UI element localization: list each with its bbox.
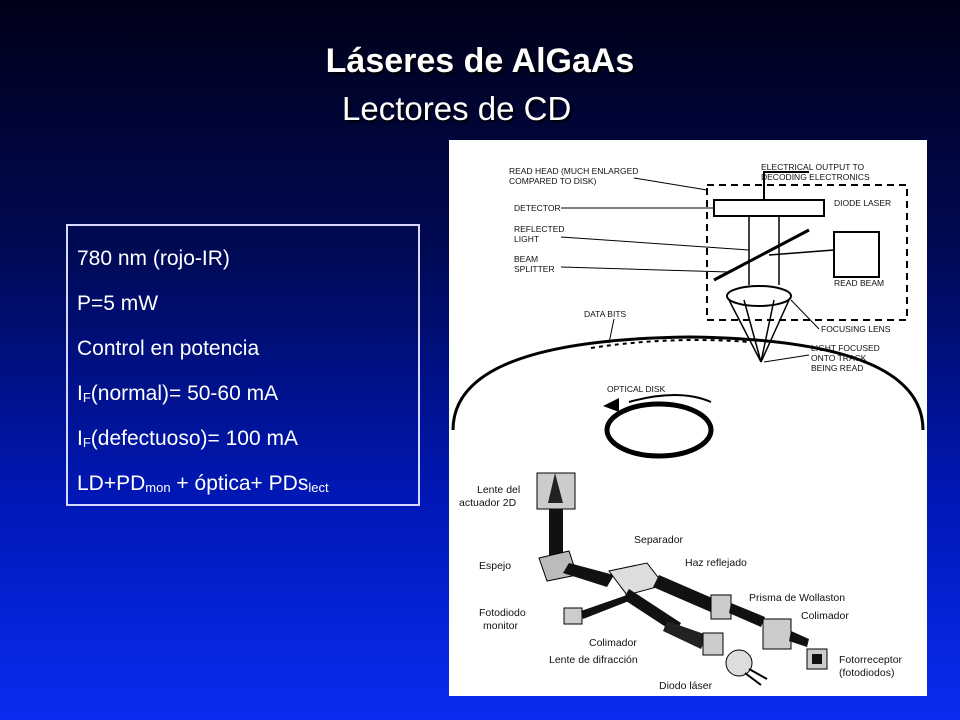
spec-if-normal: IF(normal)= 50-60 mA	[77, 382, 279, 405]
leader-line	[763, 354, 810, 363]
wollaston-prism	[710, 594, 732, 620]
laser-diode	[725, 649, 753, 677]
label-reflected: REFLECTED	[514, 224, 565, 234]
photoreceptor-cell	[812, 654, 822, 664]
diode-laser	[833, 231, 880, 278]
label-detector: DETECTOR	[514, 203, 561, 213]
diffraction-lens	[702, 632, 724, 656]
label-read-beam: READ BEAM	[834, 278, 884, 288]
leader-line	[560, 236, 750, 251]
leader-line	[560, 266, 730, 273]
focusing-lens	[726, 285, 792, 307]
label-diode-laser: DIODE LASER	[834, 198, 891, 208]
label-diodo: Diodo láser	[659, 680, 713, 692]
disk-rotation-arrow	[628, 394, 712, 403]
label-fotodiodo: Fotodiodo	[479, 607, 526, 619]
label-electrical-2: DECODING ELECTRONICS	[761, 172, 870, 182]
label-fotodiodo-2: monitor	[483, 620, 519, 632]
leader-line	[608, 318, 615, 344]
actuator-lens-cone	[548, 473, 563, 503]
read-beam	[768, 249, 835, 256]
read-head-box	[706, 184, 908, 321]
diffraction-cone	[663, 621, 707, 649]
beam-to-collimator	[729, 603, 765, 627]
cd-read-head-diagram: READ HEAD (MUCH ENLARGED COMPARED TO DIS…	[449, 140, 927, 463]
detector	[713, 199, 825, 217]
label-fotorreceptor: Fotorreceptor	[839, 654, 903, 666]
laser-diode-pin	[748, 668, 768, 680]
monitor-photodiode	[563, 607, 583, 625]
label-difraccion: Lente de difracción	[549, 654, 638, 666]
beam-splitter	[713, 228, 810, 282]
vertical-beam	[549, 509, 563, 561]
spec-wavelength: 780 nm (rojo-IR)	[77, 247, 230, 270]
label-focused: LIGHT FOCUSED	[811, 343, 880, 353]
label-haz: Haz reflejado	[685, 557, 747, 569]
collimator-right	[762, 618, 792, 650]
label-focusing-lens: FOCUSING LENS	[821, 324, 891, 334]
label-focused-3: BEING READ	[811, 363, 863, 373]
label-data-bits: DATA BITS	[584, 309, 627, 319]
separator	[608, 562, 665, 596]
slide-title: Láseres de AlGaAs	[325, 42, 635, 80]
beam-to-monitor	[581, 595, 629, 619]
label-fotorreceptor-2: (fotodiodos)	[839, 667, 894, 679]
focus-ray	[728, 299, 762, 363]
data-bits-track	[590, 339, 750, 349]
label-actuator-lens-2: actuador 2D	[459, 497, 517, 509]
specs-box: 780 nm (rojo-IR) P=5 mW Control en poten…	[66, 224, 420, 506]
label-optical-disk: OPTICAL DISK	[607, 384, 666, 394]
spec-power: P=5 mW	[77, 292, 159, 315]
rotation-arrowhead	[603, 398, 619, 412]
leader-line	[633, 177, 708, 191]
label-focused-2: ONTO TRACK	[811, 353, 867, 363]
label-reflected-2: LIGHT	[514, 234, 539, 244]
label-read-head: READ HEAD (MUCH ENLARGED	[509, 166, 638, 176]
label-actuator-lens: Lente del	[477, 484, 520, 496]
label-separador: Separador	[634, 534, 684, 546]
spec-if-defect: IF(defectuoso)= 100 mA	[77, 427, 298, 450]
optical-pickup-diagram: Lente del actuador 2D Separador Haz refl…	[449, 463, 927, 696]
label-beam-2: SPLITTER	[514, 264, 555, 274]
focus-ray	[743, 299, 762, 363]
label-read-head-2: COMPARED TO DISK)	[509, 176, 597, 186]
electrical-output-line	[763, 171, 809, 200]
focus-ray	[760, 299, 775, 363]
beam-to-diffraction-lens	[623, 589, 681, 633]
spec-control: Control en potencia	[77, 337, 260, 360]
disk-hole	[604, 401, 714, 459]
beam-to-separator	[563, 563, 614, 587]
label-electrical: ELECTRICAL OUTPUT TO	[761, 162, 865, 172]
cd-read-head-svg: READ HEAD (MUCH ENLARGED COMPARED TO DIS…	[451, 162, 925, 459]
label-beam: BEAM	[514, 254, 538, 264]
focus-ray	[760, 299, 790, 363]
label-colimador-left: Colimador	[589, 637, 637, 649]
reflected-beam	[653, 575, 719, 613]
leader-line	[790, 299, 820, 330]
disk-outline	[451, 335, 925, 431]
laser-diode-pin	[744, 672, 762, 686]
slide-subtitle: Lectores de CD	[342, 90, 572, 127]
label-colimador-right: Colimador	[801, 610, 849, 622]
spec-components: LD+PDmon + óptica+ PDslect	[77, 472, 329, 495]
label-wollaston: Prisma de Wollaston	[749, 592, 845, 604]
beam-to-receptor	[789, 631, 809, 647]
optical-pickup-svg: Lente del actuador 2D Separador Haz refl…	[459, 472, 903, 692]
label-espejo: Espejo	[479, 560, 511, 572]
